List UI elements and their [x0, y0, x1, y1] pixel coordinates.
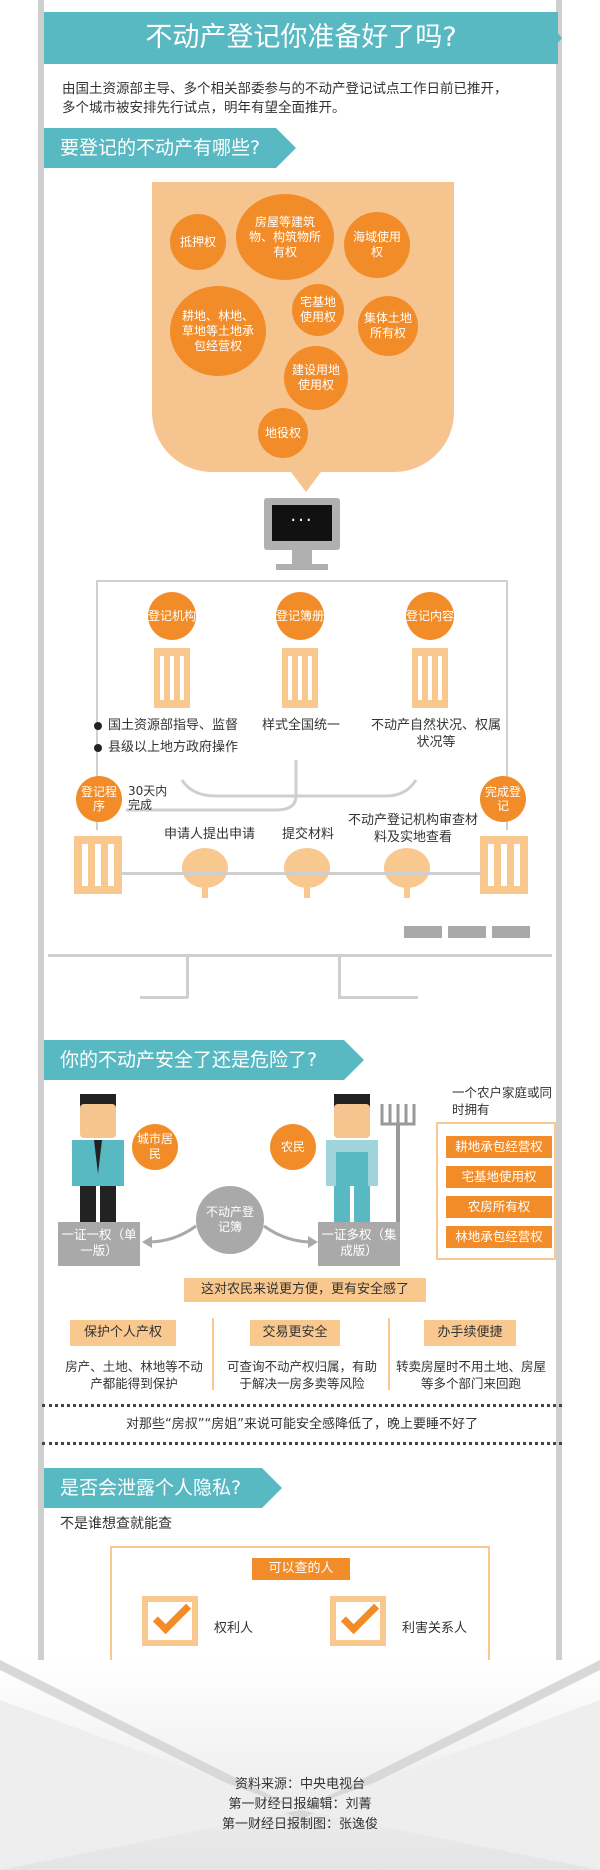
footer-source: 资料来源：中央电视台 [234, 1777, 365, 1792]
stand-base [140, 996, 188, 999]
section-arrow [344, 1040, 364, 1080]
tree-trunk [404, 884, 410, 898]
tree-icon [182, 848, 228, 888]
privacy-subtitle: 不是谁想查就能查 [60, 1516, 172, 1532]
footer-designer: 第一财经日报制图：张逸俊 [221, 1817, 378, 1832]
page-frame [38, 0, 562, 1660]
bubble-farmland: 耕地、林地、草地等土地承包经营权 [170, 286, 266, 376]
bubble-sea: 海域使用权 [344, 212, 410, 278]
tree-trunk [202, 884, 208, 898]
intro-line-1: 由国土资源部主导、多个相关部委参与的不动产登记试点工作日前已推开， [62, 81, 508, 97]
bullet-dot [94, 744, 102, 752]
farmer-figure [326, 1094, 416, 1234]
property-bubble-cloud: 抵押权 房屋等建筑物、构筑物所有权 海域使用权 宅基地使用权 耕地、林地、草地等… [152, 182, 454, 472]
building-icon [282, 648, 318, 708]
label-registry-book: 登记簿册 [276, 592, 324, 640]
bullet-dot [94, 722, 102, 730]
right-forest: 林地承包经营权 [446, 1226, 552, 1248]
label-registry-agency: 登记机构 [148, 592, 196, 640]
dotted-divider [42, 1404, 562, 1407]
step-submit: 提交材料 [282, 827, 335, 842]
content-text: 不动产自然状况、权属状况等 [370, 718, 501, 750]
ground-line [120, 872, 482, 875]
benefit-divider [212, 1318, 214, 1390]
multi-cert-box: 一证多权（集成版） [318, 1222, 400, 1266]
page-title: 不动产登记你准备好了吗? [44, 12, 558, 64]
benefit-trade: 交易更安全 [250, 1320, 340, 1346]
benefit-protect: 保护个人产权 [70, 1320, 176, 1346]
step-review: 不动产登记机构审查材料及实地查看 [348, 813, 479, 845]
grey-tab [492, 926, 530, 938]
monitor-screen: ··· [272, 505, 332, 541]
benefit-rule [58, 1334, 538, 1336]
label-registry-content: 登记内容 [406, 592, 454, 640]
section-heading-privacy: 是否会泄露个人隐私? [44, 1468, 262, 1508]
building-icon [412, 648, 448, 708]
tree-trunk [304, 884, 310, 898]
bubble-homestead: 宅基地使用权 [292, 284, 344, 336]
benefit-trade-desc: 可查询不动产权归属，有助于解决一房多卖等风险 [226, 1359, 377, 1391]
section-arrow [276, 128, 296, 168]
bubble-easement: 地役权 [258, 408, 308, 458]
right-farmhouse: 农房所有权 [446, 1196, 552, 1218]
label-farmer: 农民 [270, 1124, 316, 1170]
label-city-resident: 城市居民 [132, 1124, 178, 1170]
building-icon [154, 648, 190, 708]
stand-line [186, 956, 189, 998]
days-text: 30天内完成 [128, 784, 168, 812]
right-homestead: 宅基地使用权 [446, 1166, 552, 1188]
agency-item-1: 国土资源部指导、监督 [108, 718, 239, 733]
dotted-divider [42, 1442, 562, 1445]
query-box-title: 可以查的人 [252, 1558, 350, 1580]
tree-icon [384, 848, 430, 888]
grey-tab [448, 926, 486, 938]
grey-tab [404, 926, 442, 938]
intro-line-2: 多个城市被安排先行试点，明年有望全面推开。 [62, 100, 346, 116]
step-apply: 申请人提出申请 [164, 827, 256, 842]
benefit-protect-desc: 房产、土地、林地等不动产都能得到保护 [65, 1359, 203, 1391]
benefit-easy: 办手续便捷 [424, 1320, 516, 1346]
household-text: 一个农户家庭或同时拥有 [452, 1085, 553, 1117]
monitor-base [276, 564, 328, 570]
book-uniform-text: 样式全国统一 [262, 718, 341, 733]
bubble-construction-land: 建设用地使用权 [284, 346, 348, 410]
section-arrow [262, 1468, 282, 1508]
convenience-note: 这对农民来说更方便，更有安全感了 [184, 1278, 426, 1302]
warning-text: 对那些“房叔”“房姐”来说可能安全感降低了，晚上要睡不好了 [126, 1417, 478, 1432]
bubble-building: 房屋等建筑物、构筑物所有权 [236, 194, 334, 280]
benefit-easy-desc: 转卖房屋时不用土地、房屋等多个部门来回跑 [396, 1359, 547, 1391]
check-icon [142, 1596, 198, 1646]
label-process: 登记程序 [76, 776, 122, 822]
bubble-mortgage: 抵押权 [170, 214, 226, 270]
one-cert-box: 一证一权（单一版） [58, 1222, 140, 1266]
benefit-divider [388, 1318, 390, 1390]
agency-item-2: 县级以上地方政府操作 [108, 740, 239, 755]
right-farmland: 耕地承包经营权 [446, 1136, 552, 1158]
intro-text: 由国土资源部主导、多个相关部委参与的不动产登记试点工作日前已推开， 多个城市被安… [62, 80, 552, 118]
section-heading-types: 要登记的不动产有哪些? [44, 128, 276, 168]
tree-icon [284, 848, 330, 888]
query-person-interested: 利害关系人 [402, 1621, 468, 1636]
registry-book-circle: 不动产登记簿 [196, 1186, 264, 1254]
section-heading-safety: 你的不动产安全了还是危险了? [44, 1040, 344, 1080]
footer-editor: 第一财经日报编辑：刘菁 [228, 1797, 372, 1812]
bubble-collective-land: 集体土地所有权 [358, 296, 418, 356]
monitor-stand [292, 550, 312, 566]
query-person-holder: 权利人 [214, 1621, 254, 1636]
check-icon [330, 1596, 386, 1646]
process-connector [126, 760, 418, 812]
divider-line [48, 954, 552, 957]
bubble-tail [288, 468, 324, 492]
stand-line [338, 956, 341, 998]
building-icon [74, 836, 122, 894]
rights-frame [436, 1122, 556, 1260]
cert-arrows [142, 1224, 318, 1248]
building-icon [480, 836, 528, 894]
stand-base [338, 996, 418, 999]
city-resident-figure [72, 1094, 124, 1222]
label-complete: 完成登记 [480, 776, 526, 822]
envelope-graphic [0, 1660, 600, 1870]
registry-frame [96, 580, 508, 830]
title-arrow [540, 12, 562, 64]
